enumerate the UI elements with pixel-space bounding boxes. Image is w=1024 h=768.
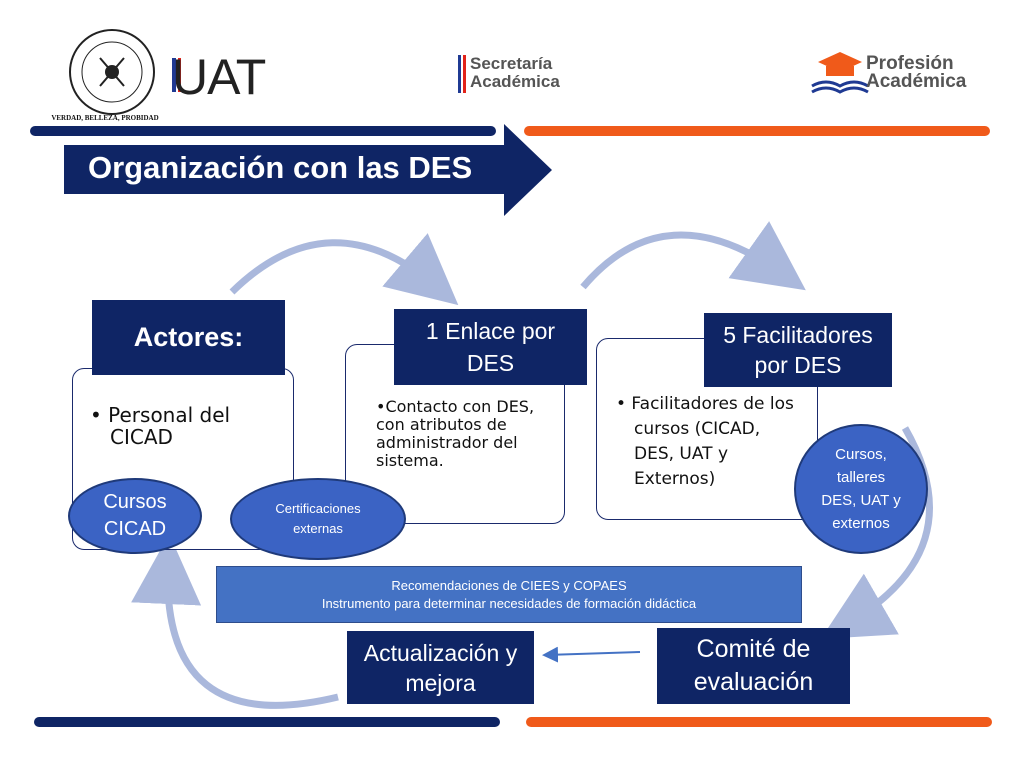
cursos-talleres-oval: Cursos, talleres DES, UAT y externos	[794, 424, 928, 554]
recommendations-line1: Recomendaciones de CIEES y COPAES	[391, 577, 627, 593]
actores-bullet: • Personal del CICAD	[90, 403, 231, 449]
secretaria-logo-text: Secretaría Académica	[470, 55, 560, 91]
bottom-line-navy	[34, 717, 500, 727]
uat-bar-red	[178, 58, 181, 92]
facilitadores-bullet: • Facilitadores de los cursos (CICAD, DE…	[616, 394, 794, 489]
profesion-line1: Profesión	[866, 53, 954, 74]
top-line-navy	[30, 126, 496, 136]
enlace-label: 1 Enlace por DES	[394, 309, 587, 385]
facilitadores-label: 5 Facilitadores por DES	[704, 313, 892, 387]
title-arrow-banner	[64, 124, 552, 216]
arrow-comite-to-actualizacion	[542, 646, 641, 663]
profesion-logo-icon	[811, 52, 869, 94]
uat-logo-text: UAT	[172, 49, 266, 105]
profesion-line2: Académica	[866, 71, 967, 92]
profesion-logo-text: Profesión Académica	[866, 53, 967, 92]
bottom-line-orange	[526, 717, 992, 727]
curved-arrow-actores-to-enlace	[229, 233, 459, 306]
actores-label: Actores:	[92, 300, 285, 375]
curved-arrow-enlace-to-facilitadores	[580, 221, 806, 291]
enlace-bullet: •Contacto con DES, con atributos de admi…	[376, 397, 535, 470]
seal-motto: VERDAD, BELLEZA, PROBIDAD	[51, 114, 159, 122]
curved-arrow-to-cursos-cicad	[131, 534, 339, 709]
cursos-cicad-oval: Cursos CICAD	[68, 478, 202, 554]
secretaria-line1: Secretaría	[470, 54, 553, 73]
certificaciones-oval: Certificaciones externas	[230, 478, 406, 560]
uat-seal-icon	[69, 29, 155, 115]
uat-bar-blue	[172, 58, 176, 92]
secretaria-bar-red	[463, 55, 466, 93]
secretaria-line2: Académica	[470, 72, 560, 91]
recommendations-bar: Recomendaciones de CIEES y COPAES Instru…	[216, 566, 802, 623]
top-line-orange	[524, 126, 990, 136]
recommendations-line2: Instrumento para determinar necesidades …	[321, 595, 697, 611]
actualizacion-box: Actualización y mejora	[347, 631, 534, 704]
page-title: Organización con las DES	[88, 150, 473, 185]
secretaria-bar-blue	[458, 55, 461, 93]
comite-box: Comité de evaluación	[657, 628, 850, 704]
